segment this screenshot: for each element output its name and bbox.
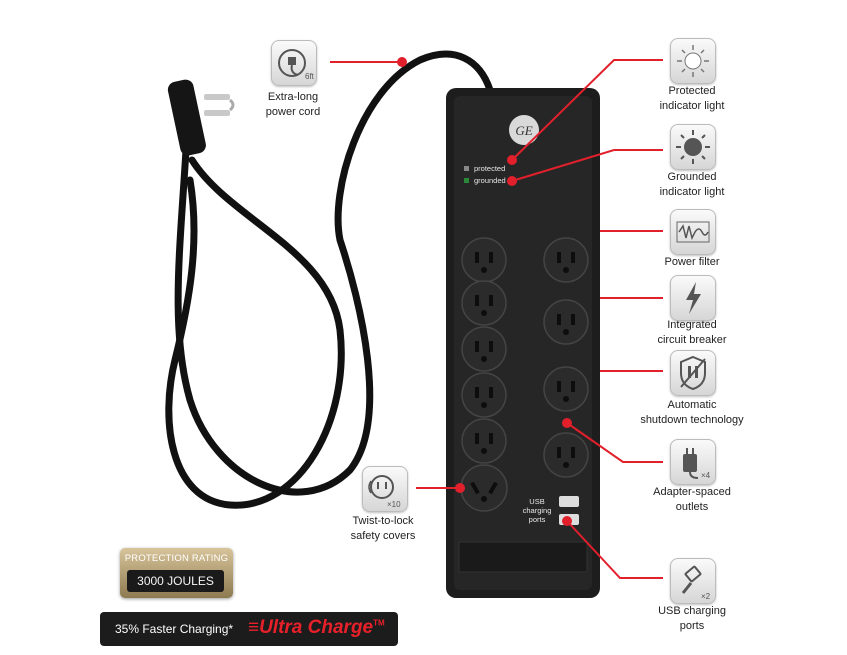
grounded-strip-label: grounded [474,176,506,185]
svg-text:×2: ×2 [701,592,711,601]
adapter-plug-icon: ×4 [670,439,716,485]
ge-logo [509,115,539,145]
callout-label-filter: Power filter [664,256,720,268]
plug-cord-icon: 6ft [271,40,317,86]
svg-text:×10: ×10 [387,500,401,509]
shutdown-shield-icon [670,350,716,396]
twist-lock-outlet-icon: ×10 [362,466,408,512]
grounded-light-icon [670,124,716,170]
callout-dots [397,57,572,526]
power-filter-icon [670,209,716,255]
ultra-charge-banner: 35% Faster Charging* ≡Ultra ChargeTM [100,612,398,646]
protection-rating-badge: PROTECTION RATING 3000 JOULES [120,548,233,598]
callout-lines [330,59,663,579]
plug [167,79,235,156]
outlets [460,237,589,512]
rating-value: 3000 JOULES [127,570,224,592]
power-cord [165,50,494,509]
svg-text:6ft: 6ft [305,72,315,81]
ultra-charge-logo: ≡Ultra ChargeTM [248,617,385,638]
svg-text:GE: GE [515,123,532,138]
charge-text: 35% Faster Charging* [115,622,234,636]
usb-strip-label: USB charging ports [522,497,552,524]
protected-light-icon [670,38,716,84]
lightning-bolt-icon [670,275,716,321]
usb-cable-icon: ×2 [670,558,716,604]
protected-strip-label: protected [474,164,506,173]
rating-title: PROTECTION RATING [124,553,229,564]
svg-text:×4: ×4 [701,471,711,480]
